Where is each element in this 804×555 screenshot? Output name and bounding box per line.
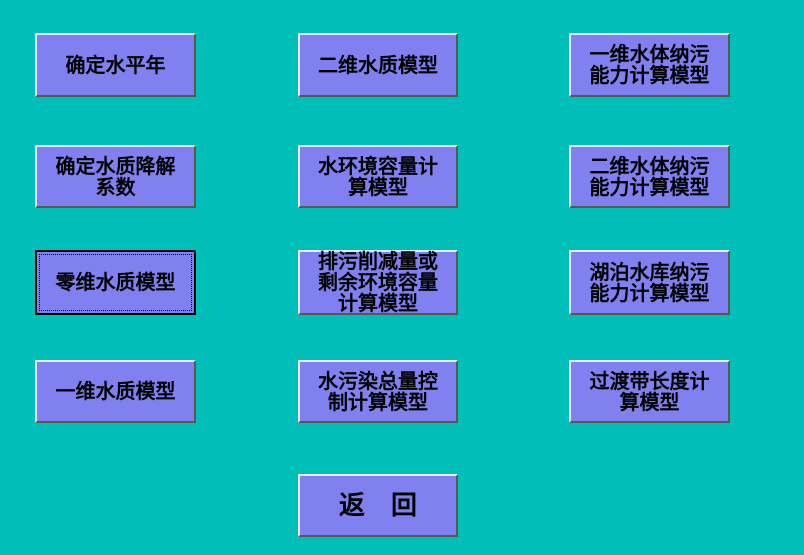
one-dim-assimilative-capacity-button[interactable]: 一维水体纳污 能力计算模型 [569,33,730,97]
two-dim-water-quality-model-button[interactable]: 二维水质模型 [298,33,458,97]
determine-level-year-button[interactable]: 确定水平年 [35,33,196,97]
two-dim-assimilative-capacity-button[interactable]: 二维水体纳污 能力计算模型 [569,145,730,208]
determine-degradation-coefficient-button[interactable]: 确定水质降解 系数 [35,145,196,208]
discharge-reduction-residual-capacity-button[interactable]: 排污削减量或 剩余环境容量 计算模型 [298,250,458,315]
one-dim-water-quality-model-button[interactable]: 一维水质模型 [35,360,196,423]
zero-dim-water-quality-model-button[interactable]: 零维水质模型 [35,250,196,315]
water-environment-capacity-button[interactable]: 水环境容量计 算模型 [298,145,458,208]
total-pollution-control-button[interactable]: 水污染总量控 制计算模型 [298,360,458,423]
lake-reservoir-assimilative-capacity-button[interactable]: 湖泊水库纳污 能力计算模型 [569,250,730,315]
back-button[interactable]: 返 回 [298,474,458,537]
transition-zone-length-button[interactable]: 过渡带长度计 算模型 [569,360,730,423]
